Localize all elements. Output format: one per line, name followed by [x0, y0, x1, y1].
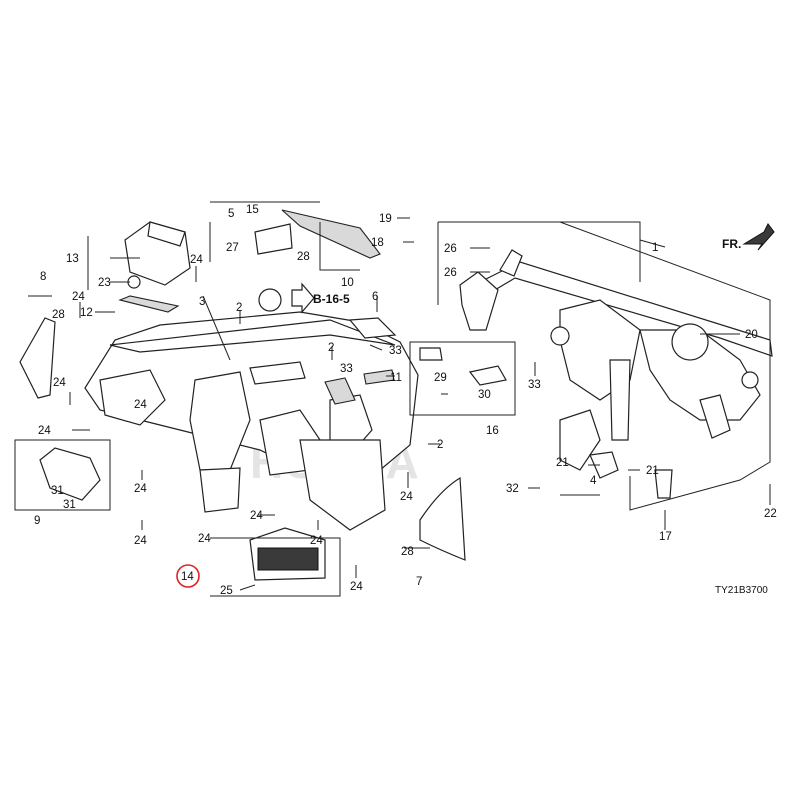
left-side-panel[interactable] [19, 317, 56, 399]
arrow-right-icon [291, 282, 315, 314]
callout-14[interactable]: 14 [181, 571, 194, 583]
callout-28[interactable]: 28 [52, 309, 65, 321]
callout-1[interactable]: 1 [652, 242, 658, 254]
misc-parts [254, 209, 507, 386]
callout-17[interactable]: 17 [659, 531, 672, 543]
callout-24[interactable]: 24 [250, 510, 263, 522]
callout-26[interactable]: 26 [444, 243, 457, 255]
reference-indicator[interactable]: B-16-5 [291, 282, 350, 314]
highlight-circle [176, 564, 200, 588]
callout-24[interactable]: 24 [310, 535, 323, 547]
callout-11[interactable]: 11 [390, 372, 402, 384]
callout-24[interactable]: 24 [134, 535, 147, 547]
callout-6[interactable]: 6 [372, 291, 378, 303]
callout-20[interactable]: 20 [745, 329, 758, 341]
callout-21[interactable]: 21 [646, 465, 659, 477]
callout-labels: 1 2 2 2 3 4 5 6 7 8 9 10 11 12 13 14 15 … [34, 204, 777, 597]
callout-2[interactable]: 2 [437, 439, 443, 451]
callout-24[interactable]: 24 [134, 483, 147, 495]
callout-33[interactable]: 33 [528, 379, 541, 391]
callout-24[interactable]: 24 [134, 399, 147, 411]
callout-33[interactable]: 33 [340, 363, 353, 375]
callout-12[interactable]: 12 [80, 307, 93, 319]
callout-19[interactable]: 19 [379, 213, 392, 225]
diagram-reference-code: TY21B3700 [715, 585, 768, 596]
front-direction-indicator: FR. [722, 223, 775, 251]
callout-16[interactable]: 16 [486, 425, 499, 437]
callout-13[interactable]: 13 [66, 253, 79, 265]
callout-26[interactable]: 26 [444, 267, 457, 279]
callout-28[interactable]: 28 [297, 251, 310, 263]
callout-22[interactable]: 22 [764, 508, 777, 520]
dashboard-upper[interactable] [84, 295, 419, 531]
callout-24[interactable]: 24 [38, 425, 51, 437]
callout-23[interactable]: 23 [98, 277, 111, 289]
callout-18[interactable]: 18 [371, 237, 384, 249]
callout-5[interactable]: 5 [228, 208, 234, 220]
callout-21[interactable]: 21 [556, 457, 569, 469]
callout-31[interactable]: 31 [63, 499, 76, 511]
callout-8[interactable]: 8 [40, 271, 46, 283]
callout-15[interactable]: 15 [246, 204, 259, 216]
callout-29[interactable]: 29 [434, 372, 447, 384]
callout-30[interactable]: 30 [478, 389, 491, 401]
steering-hanger-beam[interactable] [459, 249, 773, 499]
callout-32[interactable]: 32 [506, 483, 519, 495]
switch-panel[interactable] [249, 527, 326, 581]
callout-27[interactable]: 27 [226, 242, 239, 254]
bracket-frames [14, 201, 771, 597]
callout-24[interactable]: 24 [190, 254, 203, 266]
callout-31[interactable]: 31 [51, 485, 64, 497]
callout-24[interactable]: 24 [53, 377, 66, 389]
reference-label[interactable]: B-16-5 [313, 292, 350, 306]
callout-25[interactable]: 25 [220, 585, 233, 597]
passenger-airbag[interactable] [124, 221, 191, 289]
callout-2[interactable]: 2 [328, 342, 334, 354]
callout-24[interactable]: 24 [350, 581, 363, 593]
callout-24[interactable]: 24 [400, 491, 413, 503]
callout-7[interactable]: 7 [416, 576, 422, 588]
side-lid[interactable] [419, 476, 466, 561]
callout-3[interactable]: 3 [199, 296, 205, 308]
leader-lines [69, 217, 771, 591]
callout-33[interactable]: 33 [389, 345, 402, 357]
lower-left-panel[interactable] [39, 447, 101, 501]
callout-2[interactable]: 2 [236, 302, 242, 314]
callout-10[interactable]: 10 [341, 277, 354, 289]
callout-4[interactable]: 4 [590, 475, 597, 487]
front-label: FR. [722, 237, 741, 251]
callout-24[interactable]: 24 [198, 533, 211, 545]
callout-9[interactable]: 9 [34, 515, 40, 527]
callout-28[interactable]: 28 [401, 546, 414, 558]
callout-24[interactable]: 24 [72, 291, 85, 303]
arrow-right-icon [742, 223, 775, 251]
